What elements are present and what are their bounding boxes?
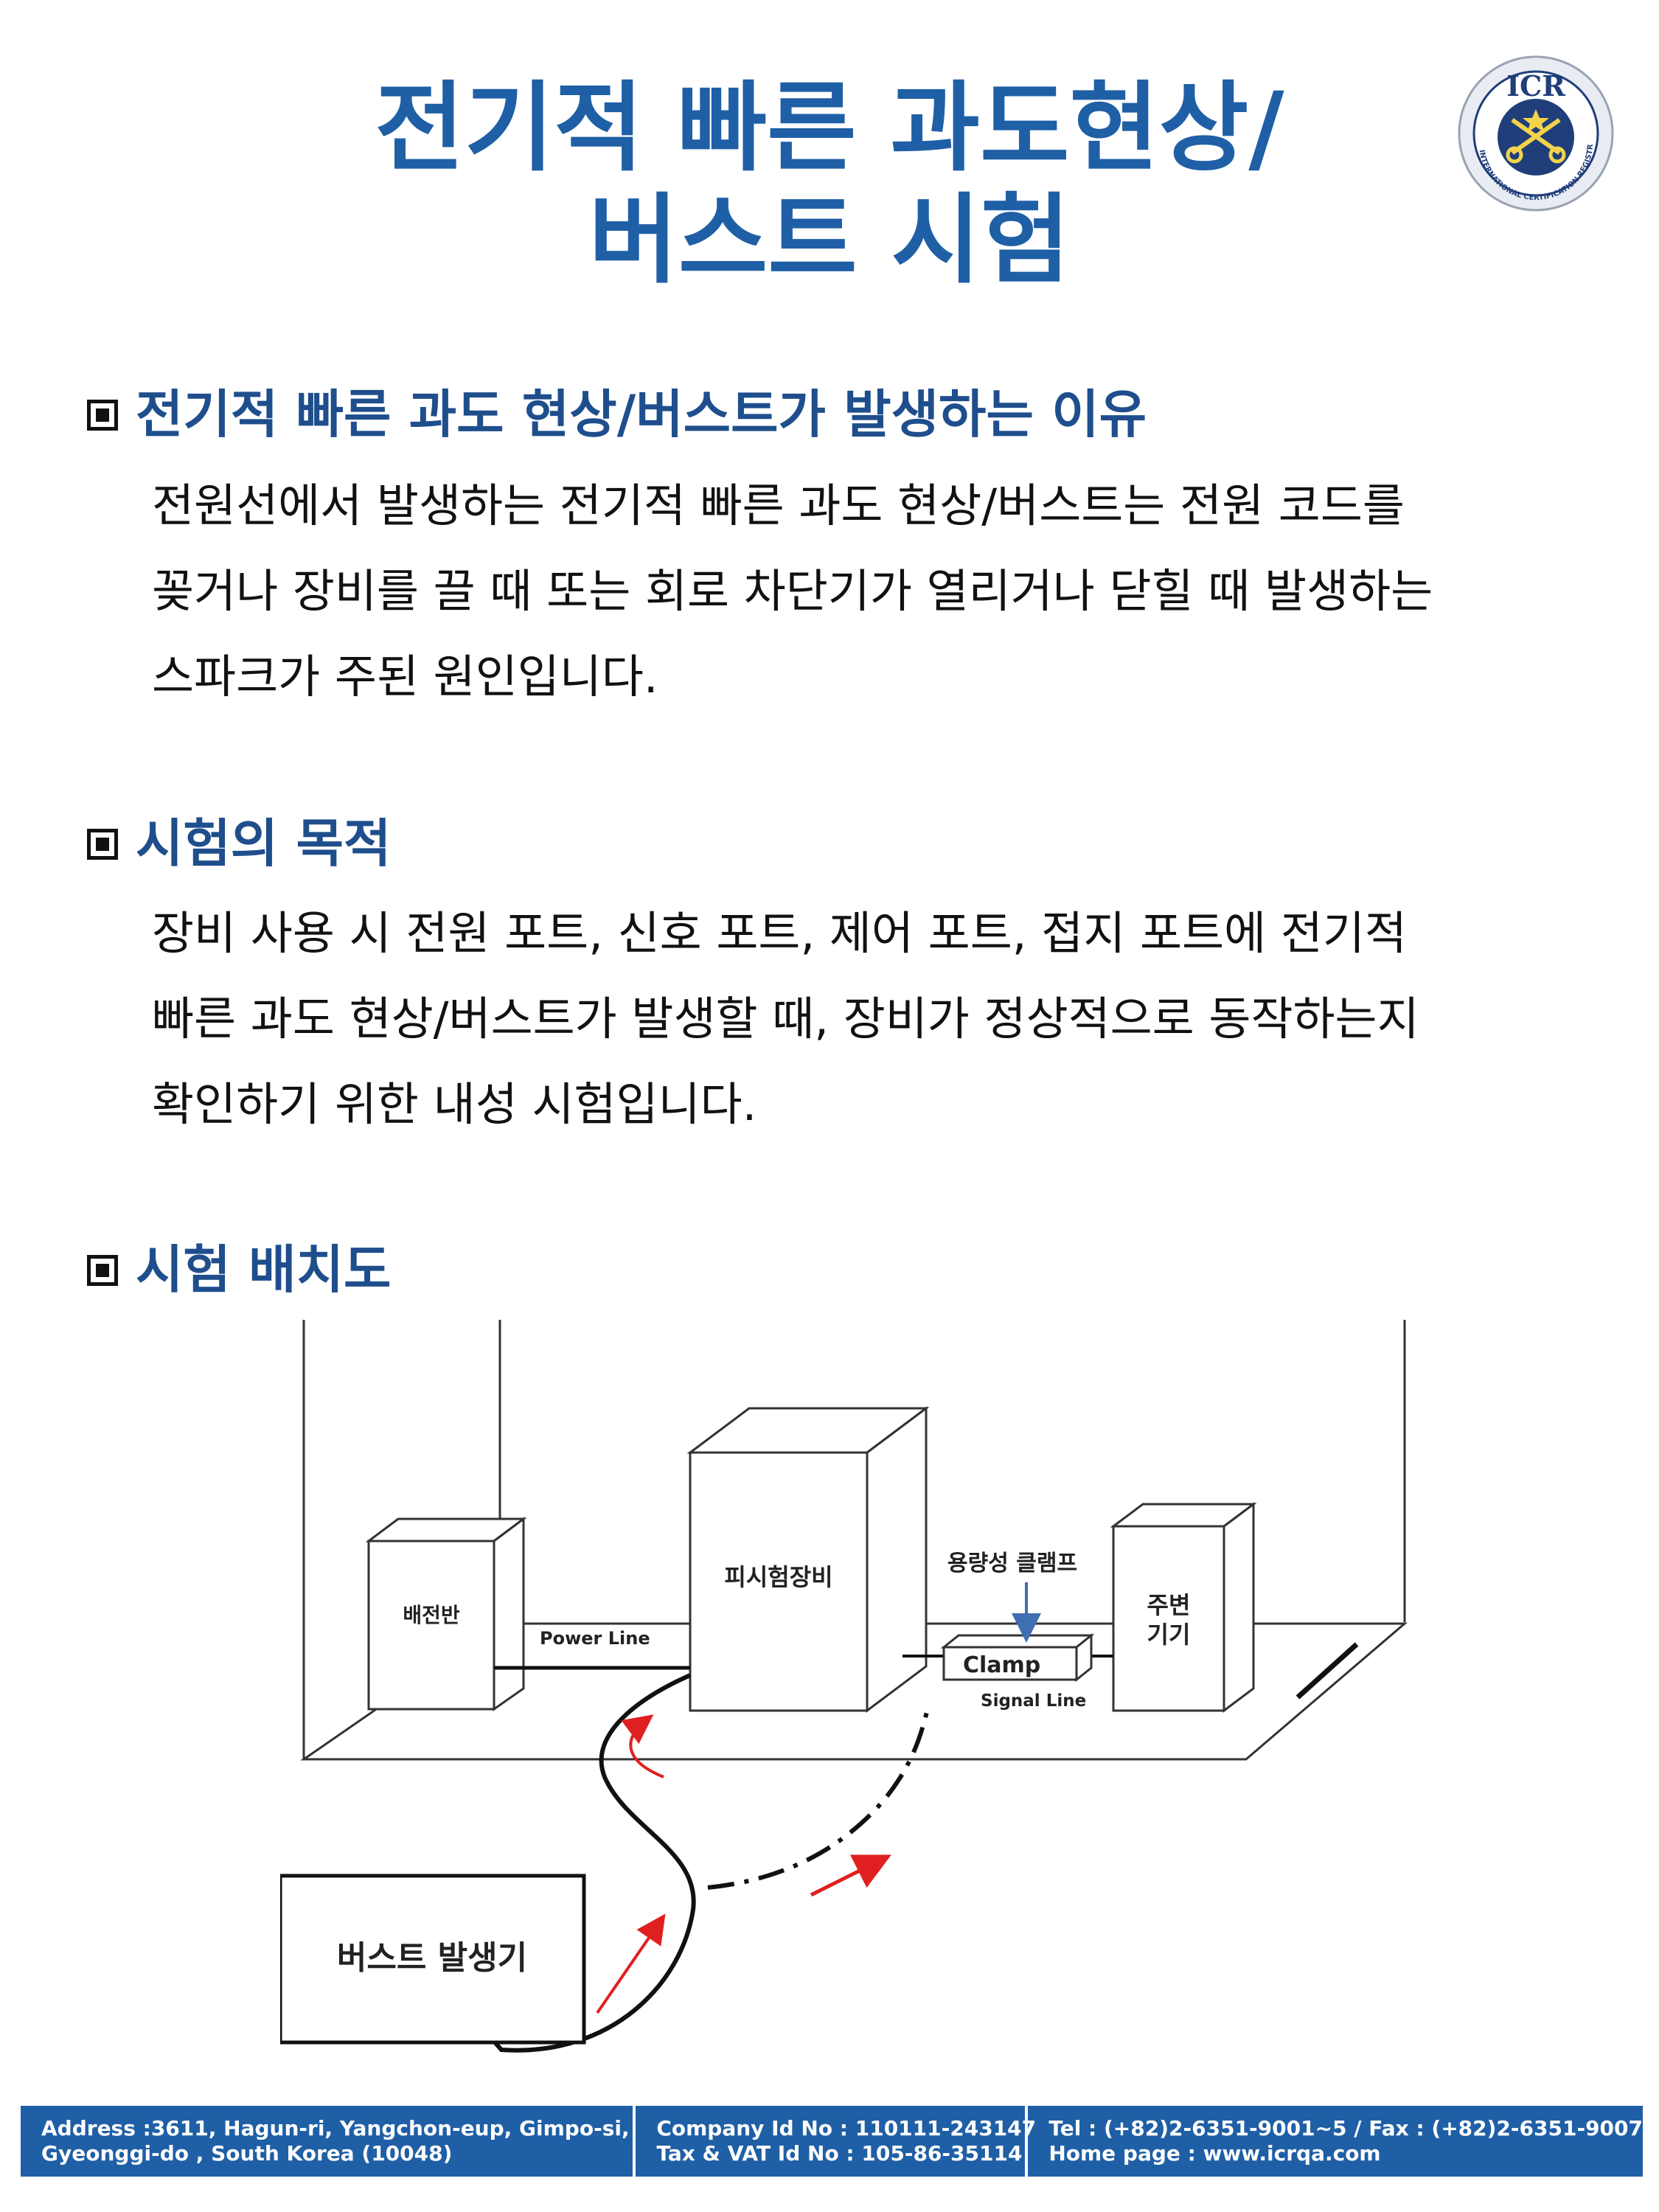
distribution-panel-box [365, 1517, 527, 1711]
generator-signal-cable [707, 1703, 931, 1890]
footer-contact-line-1: Tel : (+82)2-6351-9001~5 / Fax : (+82)2-… [1048, 2116, 1643, 2140]
section-heading-cause-text: 전기적 빠른 과도 현상/버스트가 발생하는 이유 [136, 384, 1147, 445]
burst-direction-arrow [621, 1714, 664, 1778]
page-title: 전기적 빠른 과도현상/ 버스트 시험 [0, 72, 1659, 296]
footer-contact: Tel : (+82)2-6351-9001~5 / Fax : (+82)2-… [1028, 2106, 1643, 2177]
section-heading-cause: 전기적 빠른 과도 현상/버스트가 발생하는 이유 [87, 385, 1147, 444]
section-heading-setup: 시험 배치도 [87, 1240, 391, 1299]
section-heading-purpose-text: 시험의 목적 [136, 813, 392, 874]
section-body-cause: 전원선에서 발생하는 전기적 빠른 과도 현상/버스트는 전원 코드를 꽂거나 … [152, 463, 1597, 720]
footer-address: Address :3611, Hagun-ri, Yangchon-eup, G… [21, 2106, 636, 2177]
footer-address-line-2: Gyeonggi-do , South Korea (10048) [41, 2141, 453, 2166]
generator-power-cable [473, 1673, 696, 2053]
footer-contact-line-2: Home page : www.icrqa.com [1048, 2141, 1381, 2166]
distribution-panel-label: 배전반 [403, 1603, 460, 1627]
burst-direction-arrow [596, 1913, 666, 2014]
square-bullet-icon [87, 1255, 118, 1286]
peripheral-box [1110, 1502, 1257, 1713]
paragraph-line: 장비 사용 시 전원 포트, 신호 포트, 제어 포트, 접지 포트에 전기적 [152, 906, 1407, 960]
clamp-label: Clamp [963, 1652, 1040, 1678]
burst-direction-arrow [810, 1854, 891, 1897]
paragraph-line: 스파크가 주된 원인입니다. [152, 650, 658, 703]
peripheral-label-1: 주변 [1147, 1591, 1191, 1619]
paragraph-line: 빠른 과도 현상/버스트가 발생할 때, 장비가 정상적으로 동작하는지 [152, 992, 1419, 1046]
peripheral-cable [1295, 1642, 1359, 1700]
test-setup-diagram: 배전반 피시험장비 주변 기기 Power Line Clamp Signal … [280, 1320, 1408, 2053]
burst-generator-box [280, 1874, 586, 2045]
section-heading-purpose: 시험의 목적 [87, 814, 391, 873]
footer-bar: Address :3611, Hagun-ri, Yangchon-eup, G… [21, 2106, 1643, 2177]
title-line-1: 전기적 빠른 과도현상/ [375, 72, 1284, 185]
paragraph-line: 꽂거나 장비를 끌 때 또는 회로 차단기가 열리거나 닫힐 때 발생하는 [152, 564, 1433, 618]
square-bullet-icon [87, 400, 118, 431]
paragraph-line: 전원선에서 발생하는 전기적 빠른 과도 현상/버스트는 전원 코드를 [152, 479, 1405, 532]
burst-generator-label: 버스트 발생기 [337, 1939, 527, 1977]
icr-logo: ICR INTERNATIONAL CERTIFICATION REGISTRA… [1457, 55, 1614, 212]
title-line-2: 버스트 시험 [588, 184, 1071, 297]
square-bullet-icon [87, 829, 118, 860]
footer-company-line-1: Company Id No : 110111-243147 [656, 2116, 1037, 2140]
peripheral-label-2: 기기 [1147, 1621, 1191, 1649]
footer-company-ids: Company Id No : 110111-243147 Tax & VAT … [636, 2106, 1037, 2177]
footer-address-line-1: Address :3611, Hagun-ri, Yangchon-eup, G… [41, 2116, 630, 2140]
eut-label: 피시험장비 [724, 1563, 832, 1591]
coupling-clamp-label: 용량성 클램프 [947, 1551, 1077, 1576]
eut-box [686, 1406, 930, 1713]
signal-line-label: Signal Line [981, 1691, 1086, 1711]
section-heading-setup-text: 시험 배치도 [136, 1239, 392, 1300]
section-body-purpose: 장비 사용 시 전원 포트, 신호 포트, 제어 포트, 접지 포트에 전기적 … [152, 891, 1597, 1147]
logo-text: ICR [1506, 69, 1565, 102]
power-line-label: Power Line [540, 1628, 650, 1649]
footer-company-line-2: Tax & VAT Id No : 105-86-35114 [656, 2141, 1023, 2166]
paragraph-line: 확인하기 위한 내성 시험입니다. [152, 1077, 757, 1131]
